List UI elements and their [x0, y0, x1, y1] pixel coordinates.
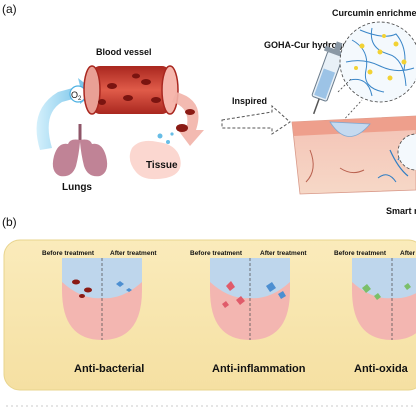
before-label-1: Before treatment — [42, 250, 95, 257]
lungs-label: Lungs — [62, 182, 92, 193]
smart-zoom-circle — [397, 133, 416, 171]
before-label-2: Before treatment — [190, 250, 243, 257]
o2-label: O2 — [71, 90, 82, 102]
tissue-label: Tissue — [146, 160, 178, 171]
after-label-2: After treatment — [260, 250, 307, 257]
smart-label: Smart r — [386, 206, 416, 216]
effect-label-1: Anti-bacterial — [74, 363, 144, 375]
lungs-icon — [52, 124, 108, 177]
wound-cup-antioxidation — [352, 258, 416, 340]
hydrogel-label: GOHA-Cur hydrogel — [264, 40, 350, 50]
after-label-3: After treatment — [400, 250, 416, 257]
inspired-arrow — [221, 104, 291, 135]
blood-vessel-illustration — [83, 65, 179, 115]
skin-wound-block — [291, 115, 416, 195]
effect-label-2: Anti-inflammation — [212, 363, 306, 375]
panel-b-label: (b) — [2, 215, 17, 229]
gel-network — [345, 27, 415, 97]
tissue-illustration — [129, 140, 181, 180]
curcumin-label: Curcumin enrichment — [332, 8, 416, 18]
effect-label-3: Anti-oxida — [354, 363, 409, 375]
blood-vessel-label: Blood vessel — [96, 47, 152, 57]
after-label-1: After treatment — [110, 250, 157, 257]
inspired-label: Inspired — [232, 96, 267, 106]
curcumin-particles — [354, 34, 407, 81]
syringe-icon — [311, 41, 349, 115]
before-label-3: Before treatment — [334, 250, 387, 257]
panel-a-label: (a) — [2, 2, 17, 16]
wound-cup-antiinflammation — [210, 258, 290, 340]
wound-cup-antibacterial — [62, 258, 142, 340]
tissue-flow-arrow — [172, 92, 204, 146]
